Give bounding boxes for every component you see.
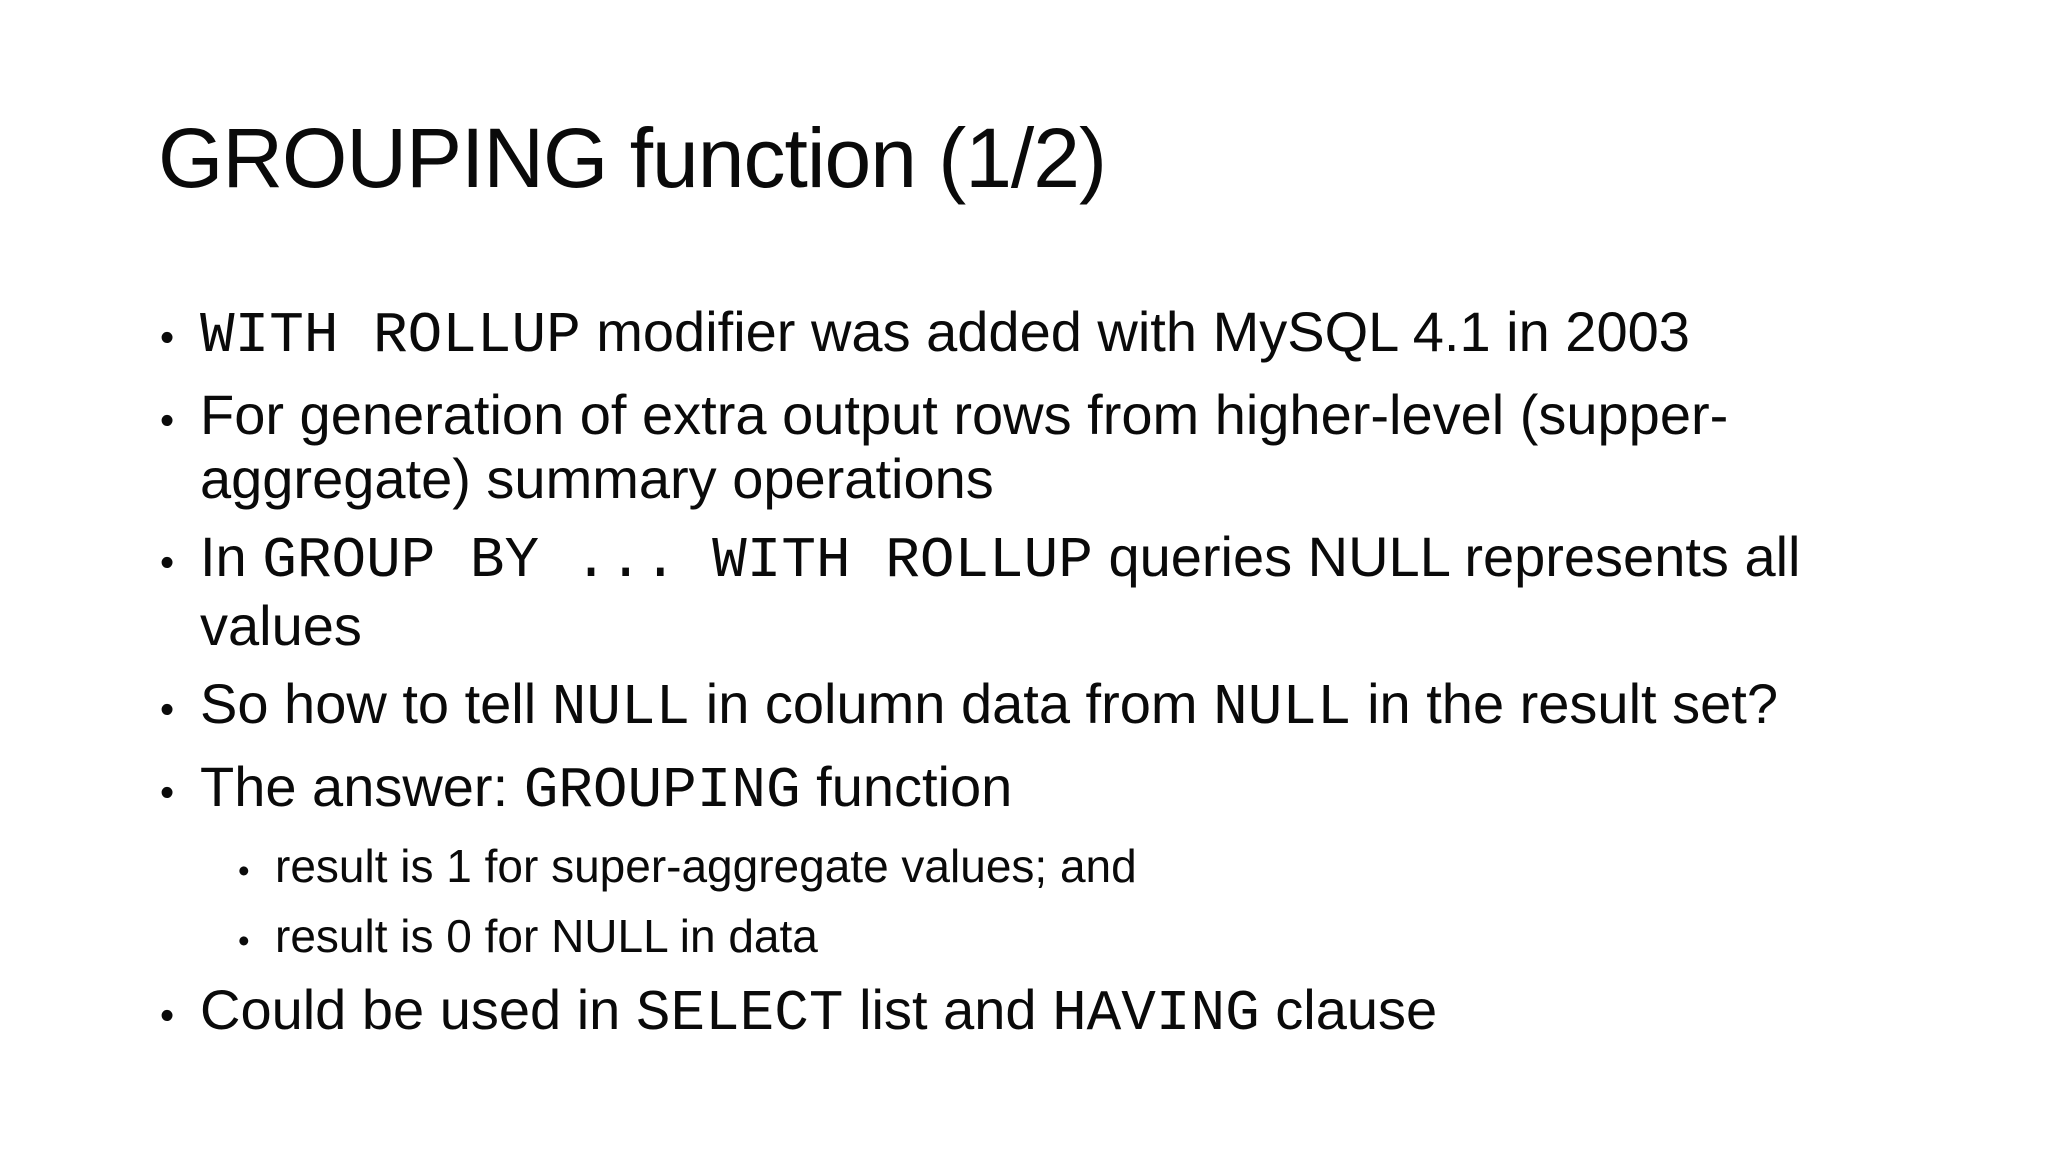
text-run: queries NULL represents all <box>1092 525 1801 588</box>
slide-title: GROUPING function (1/2) <box>158 111 1107 205</box>
list-item-level-2: • result is 0 for NULL in data <box>160 908 1980 970</box>
text-line: WITH ROLLUP modifier was added with MySQ… <box>200 300 1980 369</box>
bullet-text: So how to tell NULL in column data from … <box>200 672 1980 741</box>
list-item-level-1: • So how to tell NULL in column data from… <box>160 672 1980 741</box>
text-line: The answer: GROUPING function <box>200 755 1980 824</box>
text-run: Could be used in <box>200 978 636 1041</box>
text-run: in column data from <box>690 672 1214 735</box>
text-run: So how to tell <box>200 672 552 735</box>
bullet-text: result is 1 for super-aggregate values; … <box>275 838 1980 894</box>
list-item-level-1: • For generation of extra output rows fro… <box>160 383 1980 511</box>
text-line: result is 0 for NULL in data <box>275 908 1980 964</box>
bullet-text: In GROUP BY ... WITH ROLLUP queries NULL… <box>200 525 1980 658</box>
bullet-icon: • <box>160 314 175 360</box>
bullet-icon: • <box>160 769 175 815</box>
text-run: in the result set? <box>1351 672 1778 735</box>
bullet-text: result is 0 for NULL in data <box>275 908 1980 964</box>
bullet-icon: • <box>160 397 175 443</box>
code-run: GROUPING <box>523 759 801 824</box>
bullet-text: WITH ROLLUP modifier was added with MySQ… <box>200 300 1980 369</box>
bullet-icon: • <box>160 992 175 1038</box>
text-run: values <box>200 594 362 657</box>
list-item-level-1: • WITH ROLLUP modifier was added with MyS… <box>160 300 1980 369</box>
bullet-icon: • <box>238 853 250 890</box>
code-run: NULL <box>1213 676 1352 741</box>
list-item-level-1: • In GROUP BY ... WITH ROLLUP queries NUL… <box>160 525 1980 658</box>
bullet-list: • WITH ROLLUP modifier was added with MyS… <box>160 300 1980 1061</box>
bullet-icon: • <box>160 539 175 585</box>
text-line: aggregate) summary operations <box>200 447 1980 511</box>
text-run: list and <box>843 978 1053 1041</box>
bullet-text: The answer: GROUPING function <box>200 755 1980 824</box>
text-line: So how to tell NULL in column data from … <box>200 672 1980 741</box>
text-run: clause <box>1259 978 1438 1041</box>
text-line: In GROUP BY ... WITH ROLLUP queries NULL… <box>200 525 1980 594</box>
text-run: In <box>200 525 263 588</box>
text-run: function <box>800 755 1013 818</box>
list-item-level-1: • Could be used in SELECT list and HAVING… <box>160 978 1980 1047</box>
text-line: Could be used in SELECT list and HAVING … <box>200 978 1980 1047</box>
text-run: result is 1 for super-aggregate values; … <box>275 840 1137 892</box>
text-line: values <box>200 594 1980 658</box>
text-run: modifier was added with MySQL 4.1 in 200… <box>580 300 1690 363</box>
code-run: SELECT <box>635 982 844 1047</box>
bullet-text: For generation of extra output rows from… <box>200 383 1980 511</box>
bullet-icon: • <box>238 923 250 960</box>
text-line: For generation of extra output rows from… <box>200 383 1980 447</box>
text-run: aggregate) summary operations <box>200 447 994 510</box>
text-run: The answer: <box>200 755 524 818</box>
list-item-level-1: • The answer: GROUPING function <box>160 755 1980 824</box>
text-run: result is 0 for NULL in data <box>275 910 818 962</box>
code-run: GROUP BY ... WITH ROLLUP <box>262 529 1093 594</box>
code-run: WITH ROLLUP <box>200 304 581 369</box>
code-run: NULL <box>551 676 691 741</box>
bullet-icon: • <box>160 686 175 732</box>
text-run: For generation of extra output rows from… <box>200 383 1729 446</box>
text-line: result is 1 for super-aggregate values; … <box>275 838 1980 894</box>
bullet-text: Could be used in SELECT list and HAVING … <box>200 978 1980 1047</box>
list-item-level-2: • result is 1 for super-aggregate values;… <box>160 838 1980 900</box>
code-run: HAVING <box>1052 982 1260 1047</box>
